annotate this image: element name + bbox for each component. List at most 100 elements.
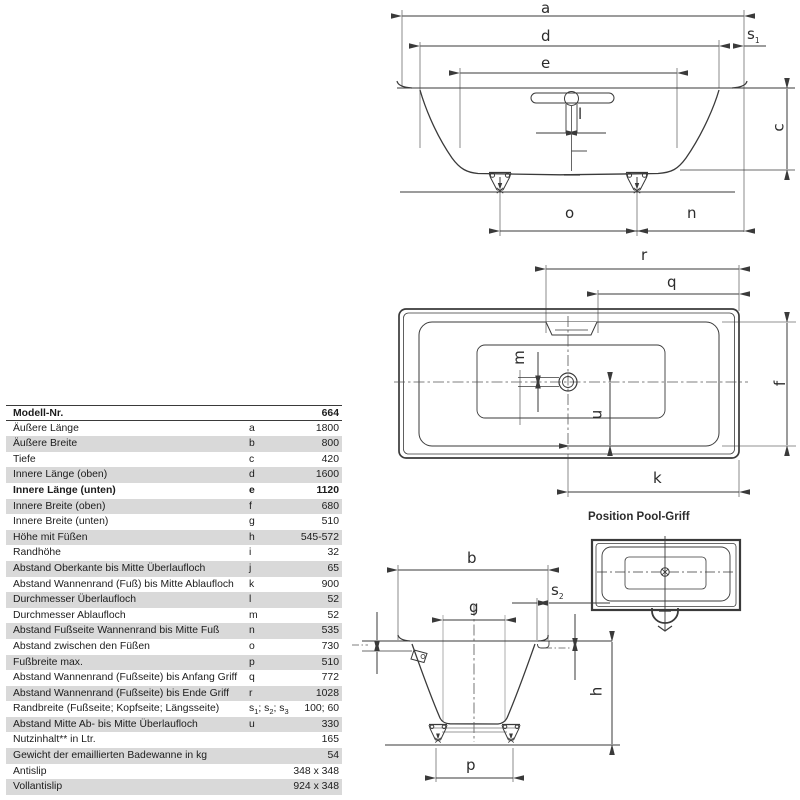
row-symbol: m — [249, 609, 258, 621]
dim-label-p: p — [466, 756, 476, 774]
row-value: 52 — [327, 594, 339, 606]
row-symbol: o — [249, 640, 255, 652]
table-row: Abstand Wannenrand (Fußseite) bis Ende G… — [6, 685, 342, 702]
row-value: 32 — [327, 547, 339, 559]
pool-grip-title: Position Pool-Griff — [588, 511, 690, 523]
row-value: 54 — [327, 750, 339, 762]
row-value: 545-572 — [300, 531, 339, 543]
row-symbol: p — [249, 656, 255, 668]
row-value: 65 — [327, 562, 339, 574]
row-label: Abstand Mitte Ab- bis Mitte Überlaufloch — [13, 718, 198, 730]
table-row: Innere Breite (oben) f 680 — [6, 498, 342, 515]
pool-grip-drawing — [590, 536, 742, 632]
dim-label-u: u — [587, 409, 606, 420]
row-value: 900 — [321, 578, 339, 590]
dim-label-o: o — [565, 204, 575, 222]
row-value: 420 — [321, 453, 339, 465]
table-row: Antislip 348 x 348 — [6, 764, 342, 780]
row-symbol: i — [249, 547, 252, 559]
table-row: Randhöhe i 32 — [6, 545, 342, 561]
dim-label-n: n — [687, 204, 697, 222]
row-symbol: l — [249, 594, 252, 606]
row-label: Vollantislip — [13, 781, 63, 793]
row-label: Nutzinhalt** in Ltr. — [13, 734, 96, 746]
row-value: 730 — [321, 640, 339, 652]
row-symbol: e — [249, 484, 255, 496]
row-label: Durchmesser Überlaufloch — [13, 594, 137, 606]
row-label: Abstand Oberkante bis Mitte Überlaufloch — [13, 562, 206, 574]
dim-label-b: b — [467, 549, 477, 567]
row-symbol: h — [249, 531, 255, 543]
top-view-drawing — [394, 265, 796, 497]
row-label: Höhe mit Füßen — [13, 531, 88, 543]
row-value: 330 — [321, 718, 339, 730]
row-label: Randbreite (Fußseite; Kopfseite; Längsse… — [13, 703, 220, 715]
row-value: 1120 — [316, 484, 339, 496]
row-label: Antislip — [13, 765, 47, 777]
row-symbol: f — [249, 500, 252, 512]
row-value: 100; 60 — [304, 703, 339, 715]
dim-label-d: d — [541, 27, 551, 45]
table-row: Abstand Mitte Ab- bis Mitte Überlaufloch… — [6, 716, 342, 733]
row-label: Innere Breite (oben) — [13, 500, 106, 512]
row-label: Innere Länge (oben) — [13, 469, 108, 481]
row-symbol: b — [249, 438, 255, 450]
table-row: Innere Länge (oben) d 1600 — [6, 467, 342, 483]
table-row: Abstand Wannenrand (Fuß) bis Mitte Ablau… — [6, 577, 342, 593]
table-row: Durchmesser Überlaufloch l 52 — [6, 592, 342, 608]
dim-label-r: r — [641, 246, 648, 264]
row-label: Äußere Breite — [13, 438, 78, 450]
row-symbol: c — [249, 453, 255, 465]
table-row: Nutzinhalt** in Ltr. 165 — [6, 732, 342, 748]
row-symbol: d — [249, 469, 255, 481]
row-label: Abstand Wannenrand (Fußseite) bis Ende G… — [13, 687, 230, 699]
row-label: Fußbreite max. — [13, 656, 83, 668]
row-value: 664 — [321, 408, 339, 419]
dim-label-q: q — [667, 273, 677, 291]
table-row: Gewicht der emaillierten Badewanne in kg… — [6, 748, 342, 764]
dim-label-e: e — [541, 54, 551, 72]
row-value: 1600 — [315, 469, 339, 481]
row-label: Durchmesser Ablaufloch — [13, 609, 126, 621]
dim-label-h: h — [587, 686, 606, 697]
row-label: Modell-Nr. — [13, 408, 64, 419]
row-value: 680 — [321, 500, 339, 512]
row-label: Innere Länge (unten) — [13, 484, 116, 496]
table-row: Äußere Breite b 800 — [6, 436, 342, 452]
table-row: Randbreite (Fußseite; Kopfseite; Längsse… — [6, 701, 342, 717]
row-label: Äußere Länge — [13, 422, 79, 434]
row-label: Innere Breite (unten) — [13, 516, 109, 528]
table-row: Innere Breite (unten) g 510 — [6, 514, 342, 530]
table-row: Abstand Oberkante bis Mitte Überlaufloch… — [6, 560, 342, 577]
dim-label-m: m — [509, 350, 528, 365]
row-value: 165 — [321, 734, 339, 746]
row-value: 510 — [321, 516, 339, 528]
dim-label-g: g — [469, 598, 479, 616]
row-label: Abstand Wannenrand (Fußseite) bis Anfang… — [13, 672, 238, 684]
row-label: Randhöhe — [13, 547, 61, 559]
row-symbol: a — [249, 422, 255, 434]
row-symbol: k — [249, 578, 255, 590]
row-symbol: g — [249, 516, 255, 528]
dim-label-s2: s2 — [551, 581, 564, 602]
row-value: 800 — [321, 438, 339, 450]
row-symbol: u — [249, 718, 255, 730]
table-row: Höhe mit Füßen h 545-572 — [6, 529, 342, 546]
table-row: Innere Länge (unten) e 1120 — [6, 483, 342, 499]
table-row: Abstand Wannenrand (Fußseite) bis Anfang… — [6, 670, 342, 686]
dim-label-a: a — [541, 0, 551, 17]
cross-section-drawing — [352, 565, 620, 782]
row-value: 348 x 348 — [293, 765, 339, 777]
dim-label-k: k — [653, 469, 662, 487]
row-label: Gewicht der emaillierten Badewanne in kg — [13, 750, 208, 762]
row-label: Abstand Wannenrand (Fuß) bis Mitte Ablau… — [13, 578, 234, 590]
table-row: Abstand Fußseite Wannenrand bis Mitte Fu… — [6, 623, 342, 639]
row-symbol: n — [249, 625, 255, 637]
